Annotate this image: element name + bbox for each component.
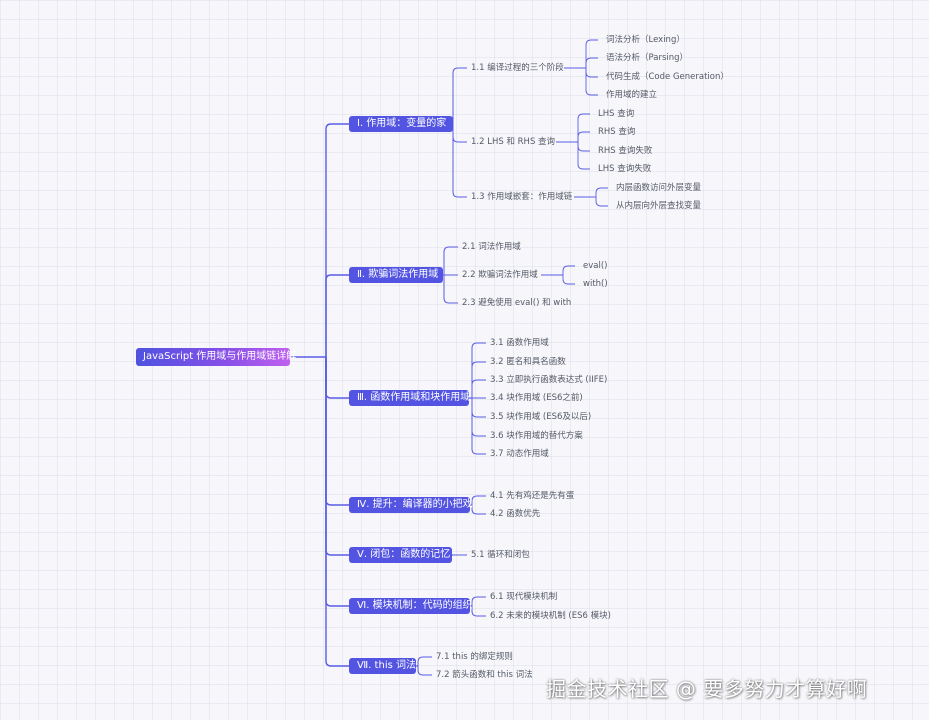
branch-connector: [325, 357, 349, 667]
branch-node[interactable]: Ⅲ. 函数作用域和块作用域: [349, 390, 470, 406]
branch-node[interactable]: Ⅱ. 欺骗词法作用域: [349, 267, 443, 283]
topic-node[interactable]: 3.3 立即执行函数表达式 (IIFE): [490, 375, 608, 385]
leaf-node[interactable]: 内层函数访问外层变量: [616, 183, 702, 193]
topic-node[interactable]: 3.2 匿名和具名函数: [490, 357, 566, 367]
leaf-connector: [585, 57, 598, 68]
leaf-connector: [585, 39, 598, 68]
topic-connector: [471, 379, 486, 398]
topic-node[interactable]: 6.2 未来的模块机制 (ES6 模块): [490, 611, 611, 621]
topic-node[interactable]: 3.7 动态作用域: [490, 449, 549, 459]
topic-node[interactable]: 2.2 欺骗词法作用域: [462, 270, 538, 280]
topic-node[interactable]: 3.4 块作用域 (ES6之前): [490, 393, 583, 403]
branch-node[interactable]: Ⅳ. 提升：编译器的小把戏: [349, 497, 473, 513]
branch-node[interactable]: Ⅶ. this 词法: [349, 658, 416, 674]
leaf-connector: [577, 142, 590, 152]
branch-connector: [325, 357, 349, 506]
topic-connector: [471, 342, 486, 398]
leaf-connector: [595, 197, 608, 207]
topic-connector: [452, 124, 467, 198]
branch-connector: [325, 357, 349, 607]
branch-connector: [325, 274, 349, 357]
topic-connector: [471, 398, 486, 455]
leaf-connector: [577, 131, 590, 142]
leaf-node[interactable]: 代码生成（Code Generation）: [606, 72, 729, 82]
leaf-node[interactable]: with(): [583, 279, 608, 289]
topic-connector: [471, 505, 486, 515]
leaf-node[interactable]: 语法分析（Parsing）: [606, 53, 689, 63]
branch-node[interactable]: Ⅰ. 作用域：变量的家: [349, 116, 453, 132]
leaf-node[interactable]: eval(): [583, 261, 608, 271]
topic-node[interactable]: 1.2 LHS 和 RHS 查询: [471, 137, 556, 147]
topic-node[interactable]: 4.1 先有鸡还是先有蛋: [490, 491, 575, 501]
watermark: 掘金技术社区 @ 要多努力才算好啊: [546, 677, 868, 701]
topic-connector: [452, 124, 467, 143]
topic-node[interactable]: 6.1 现代模块机制: [490, 592, 558, 602]
topic-connector: [471, 398, 486, 418]
leaf-node[interactable]: 从内层向外层查找变量: [616, 201, 702, 211]
topic-node[interactable]: 2.3 避免使用 eval() 和 with: [462, 298, 572, 308]
leaf-node[interactable]: 词法分析（Lexing）: [606, 35, 685, 45]
topic-node[interactable]: 1.1 编译过程的三个阶段: [471, 63, 564, 73]
topic-node[interactable]: 7.1 this 的绑定规则: [436, 652, 513, 662]
branch-connector: [325, 123, 349, 357]
leaf-node[interactable]: RHS 查询失败: [598, 146, 653, 156]
topic-connector: [417, 656, 432, 666]
topic-connector: [443, 246, 458, 275]
branch-connector: [325, 357, 349, 399]
leaf-connector: [595, 187, 608, 197]
topic-connector: [417, 666, 432, 676]
topic-node[interactable]: 3.6 块作用域的替代方案: [490, 431, 583, 441]
root-node[interactable]: JavaScript 作用域与作用域链详解: [136, 348, 296, 366]
leaf-connector: [585, 68, 598, 78]
topic-node[interactable]: 3.5 块作用域 (ES6及以后): [490, 412, 592, 422]
topic-node[interactable]: 5.1 循环和闭包: [471, 550, 530, 560]
leaf-connector: [577, 113, 590, 142]
topic-connector: [471, 495, 486, 505]
topic-node[interactable]: 4.2 函数优先: [490, 509, 541, 519]
leaf-connector: [577, 142, 590, 170]
branch-connector: [325, 357, 349, 556]
leaf-connector: [585, 68, 598, 96]
leaf-node[interactable]: RHS 查询: [598, 127, 636, 137]
topic-node[interactable]: 1.3 作用域嵌套：作用域链: [471, 192, 573, 202]
topic-connector: [471, 596, 486, 606]
branch-node[interactable]: Ⅵ. 模块机制：代码的组织: [349, 598, 473, 614]
leaf-node[interactable]: LHS 查询: [598, 109, 635, 119]
topic-connector: [443, 275, 458, 304]
branch-node[interactable]: Ⅴ. 闭包：函数的记忆: [349, 547, 452, 563]
topic-connector: [452, 67, 467, 124]
topic-connector: [471, 361, 486, 398]
topic-node[interactable]: 3.1 函数作用域: [490, 338, 549, 348]
leaf-connector: [562, 275, 575, 285]
topic-node[interactable]: 7.2 箭头函数和 this 词法: [436, 670, 533, 680]
leaf-node[interactable]: LHS 查询失败: [598, 164, 652, 174]
leaf-node[interactable]: 作用域的建立: [606, 90, 658, 100]
leaf-connector: [562, 265, 575, 275]
topic-connector: [471, 606, 486, 617]
topic-node[interactable]: 2.1 词法作用域: [462, 242, 521, 252]
